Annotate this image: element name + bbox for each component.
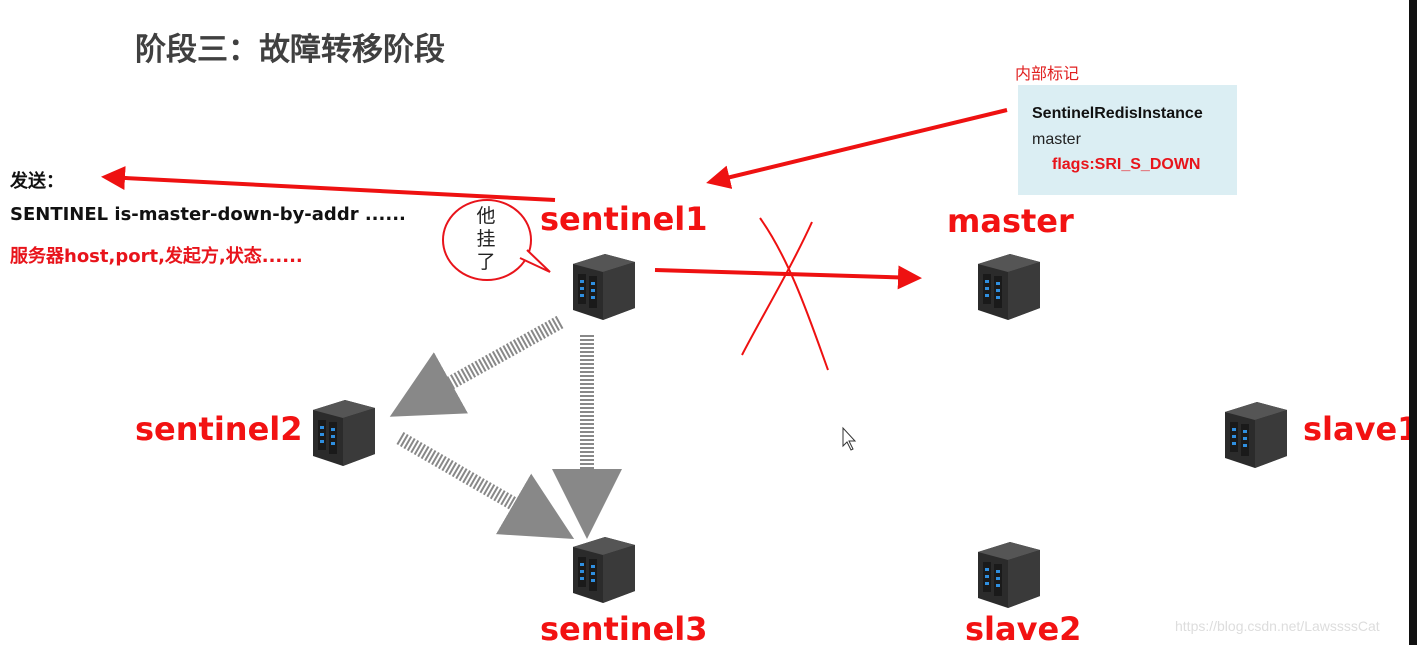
- master-label: master: [947, 202, 1074, 240]
- window-edge: [1409, 0, 1417, 645]
- box-instance-name: master: [1032, 131, 1081, 148]
- mouse-cursor-icon: [842, 426, 857, 451]
- link-sentinel2-sentinel3: [396, 431, 575, 540]
- speech-bubble: [442, 199, 532, 281]
- slave2-label: slave2: [965, 610, 1082, 648]
- speech-bubble-text: 他挂了: [476, 206, 496, 273]
- link-sentinel1-sentinel2: [389, 315, 564, 417]
- slave1-label: slave1: [1303, 410, 1417, 448]
- box-class-name: SentinelRedisInstance: [1032, 105, 1203, 122]
- send-heading: 发送：: [10, 171, 64, 192]
- internal-tag-label: 内部标记: [1015, 64, 1080, 83]
- master-server-icon: [970, 250, 1044, 324]
- sentinel1-label: sentinel1: [540, 200, 708, 238]
- sentinel-instance-box: SentinelRedisInstance master flags:SRI_S…: [1018, 85, 1237, 195]
- sentinel3-label: sentinel3: [540, 610, 708, 648]
- sentinel2-server-icon: [305, 396, 379, 470]
- send-arrow: [101, 166, 556, 202]
- send-command: SENTINEL is-master-down-by-addr ......: [10, 204, 406, 225]
- send-params: 服务器host,port,发起方,状态......: [10, 246, 303, 267]
- cross-mark: [741, 217, 829, 371]
- slide-title: 阶段三：故障转移阶段: [135, 32, 445, 68]
- sentinel3-server-icon: [565, 533, 639, 607]
- watermark: https://blog.csdn.net/LawssssCat: [1175, 618, 1380, 634]
- box-flags: flags:SRI_S_DOWN: [1052, 156, 1201, 173]
- slave1-server-icon: [1217, 398, 1291, 472]
- sentinel2-label: sentinel2: [135, 410, 303, 448]
- tag-arrow: [706, 108, 1008, 189]
- slave2-server-icon: [970, 538, 1044, 612]
- sentinel1-server-icon: [565, 250, 639, 324]
